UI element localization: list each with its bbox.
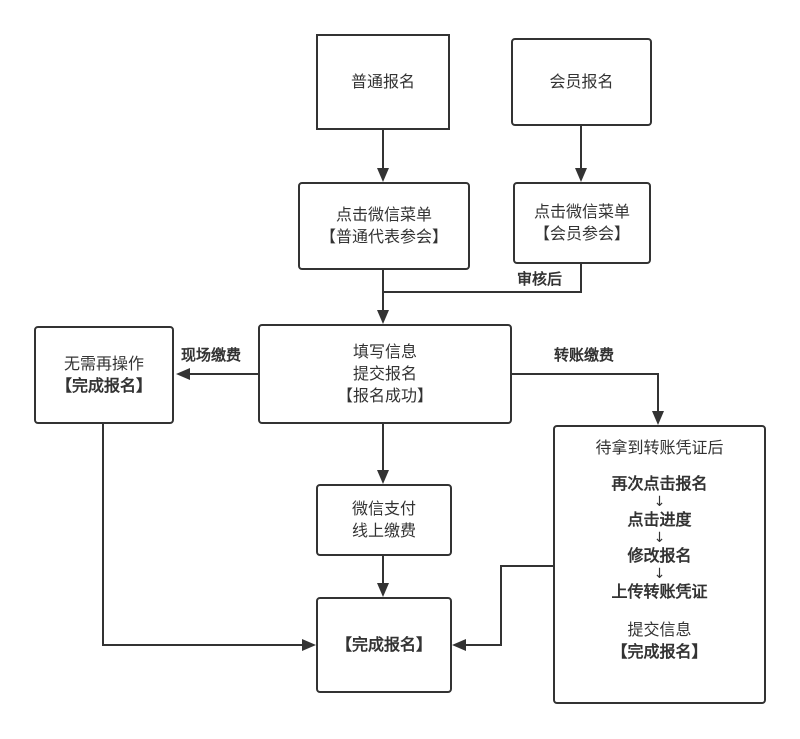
node-click-menu-member: 点击微信菜单 【会员参会】 xyxy=(513,182,651,264)
node-label-line2: 线上缴费 xyxy=(351,521,416,540)
node-member-registration: 会员报名 xyxy=(511,38,652,126)
node-label-line1: 点击微信菜单 xyxy=(533,202,630,221)
node-label: 普通报名 xyxy=(350,72,415,91)
transfer-step-3: 修改报名 xyxy=(627,546,692,565)
arrowhead xyxy=(176,368,190,380)
node-label: 会员报名 xyxy=(549,72,614,91)
node-normal-registration: 普通报名 xyxy=(316,34,450,130)
arrowhead xyxy=(452,639,466,651)
node-complete: 【完成报名】 xyxy=(316,597,452,693)
transfer-step-4: 上传转账凭证 xyxy=(611,582,708,601)
node-label-line2: 【会员参会】 xyxy=(533,224,630,243)
node-label-line1: 无需再操作 xyxy=(63,354,144,373)
arrowhead xyxy=(377,583,389,597)
node-label-line1: 点击微信菜单 xyxy=(335,205,432,224)
arrowhead xyxy=(377,310,389,324)
node-click-menu-normal: 点击微信菜单 【普通代表参会】 xyxy=(298,182,470,270)
node-transfer-steps: 待拿到转账凭证后 再次点击报名 ↓ 点击进度 ↓ 修改报名 ↓ 上传转账凭证 提… xyxy=(553,425,766,704)
arrowhead xyxy=(302,639,316,651)
node-label: 【完成报名】 xyxy=(335,635,432,654)
edge-label-onsite-pay: 现场缴费 xyxy=(181,346,242,364)
transfer-step-2: 点击进度 xyxy=(627,510,692,529)
node-label-line2: 提交报名 xyxy=(352,364,417,383)
transfer-footer-line1: 提交信息 xyxy=(627,620,692,639)
node-fill-info: 填写信息 提交报名 【报名成功】 xyxy=(258,324,512,424)
node-label-line2: 【普通代表参会】 xyxy=(319,227,448,246)
node-label-line1: 微信支付 xyxy=(351,499,416,518)
transfer-step-1: 再次点击报名 xyxy=(611,474,708,493)
node-label-line3: 【报名成功】 xyxy=(336,386,433,405)
edge-label-after-review: 审核后 xyxy=(517,270,563,288)
arrowhead xyxy=(575,168,587,182)
node-wechat-pay: 微信支付 线上缴费 xyxy=(316,484,452,556)
edge-noaction-to-complete xyxy=(102,424,304,646)
edge-member-review-merge xyxy=(383,263,582,293)
node-no-action: 无需再操作 【完成报名】 xyxy=(34,326,174,424)
edge-transfer-to-complete xyxy=(464,565,553,646)
transfer-footer-line2: 【完成报名】 xyxy=(611,642,708,661)
arrowhead xyxy=(377,470,389,484)
down-arrow-icon: ↓ xyxy=(653,494,666,510)
down-arrow-icon: ↓ xyxy=(653,566,666,582)
node-label-line2: 【完成报名】 xyxy=(55,376,152,395)
arrowhead xyxy=(652,411,664,425)
arrowhead xyxy=(377,168,389,182)
transfer-header: 待拿到转账凭证后 xyxy=(595,438,724,457)
edge-fill-to-transfer xyxy=(512,373,659,413)
edge-label-transfer-pay: 转账缴费 xyxy=(554,346,615,364)
node-label-line1: 填写信息 xyxy=(352,342,417,361)
down-arrow-icon: ↓ xyxy=(653,530,666,546)
